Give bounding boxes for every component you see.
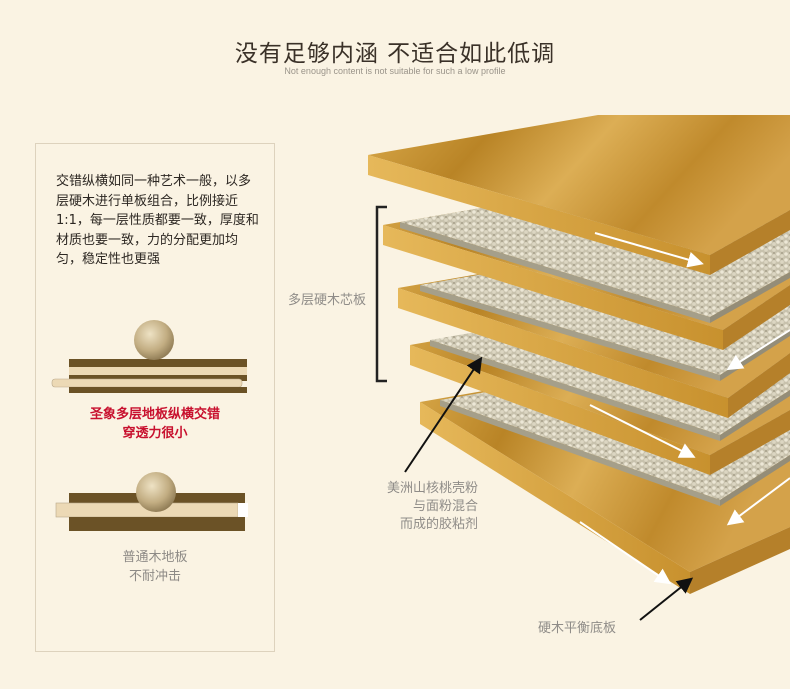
description-text: 交错纵横如同一种艺术一般，以多层硬木进行单板组合，比例接近1:1，每一层性质都要… [56,174,259,267]
layer-front-edge [420,285,720,381]
page-subtitle: Not enough content is not suitable for s… [284,66,506,76]
layer-front-edge [410,345,710,475]
multilayer-caption-2: 穿透力很小 [122,426,188,441]
layer-side-edge [723,285,790,350]
ball-icon [136,472,176,512]
layer-front-edge [398,288,728,418]
layer-front-edge [440,400,720,506]
wood-board-layer [368,115,790,255]
layer-front-edge [368,155,710,275]
layer-side-edge [720,390,790,441]
adhesive-label-2: 与面粉混合 [412,499,478,514]
layer-side-edge [720,455,790,506]
layer-side-edge [710,210,790,275]
base-label: 硬木平衡底板 [538,621,617,636]
adhesive-label-3: 而成的胶粘剂 [399,517,478,532]
layer-front-edge [400,222,710,323]
direction-arrows [404,232,790,621]
layer-side-edge [728,353,790,418]
ordinary-caption-1: 普通木地板 [122,550,188,565]
ordinary-caption-2: 不耐冲击 [128,569,181,584]
layer-front-edge [420,402,690,594]
floor-comparison-illustration [51,320,248,531]
adhesive-label-1: 美洲山核桃壳粉 [386,481,478,496]
core-label: 多层硬木芯板 [288,293,367,308]
multilayer-board-icon [51,320,247,393]
layer-side-edge [710,272,790,323]
layer-front-edge [430,340,720,441]
layer-side-edge [710,410,790,475]
core-bracket [375,205,387,383]
multilayer-caption-1: 圣象多层地板纵横交错 [89,407,220,422]
ordinary-board-icon [55,472,248,531]
ball-icon [134,320,174,360]
page-title: 没有足够内涵 不适合如此低调 [234,41,556,67]
layer-front-edge [383,225,723,350]
comparison-panel: 交错纵横如同一种艺术一般，以多层硬木进行单板组合，比例接近1:1，每一层性质都要… [35,143,275,652]
layer-side-edge [690,527,790,594]
